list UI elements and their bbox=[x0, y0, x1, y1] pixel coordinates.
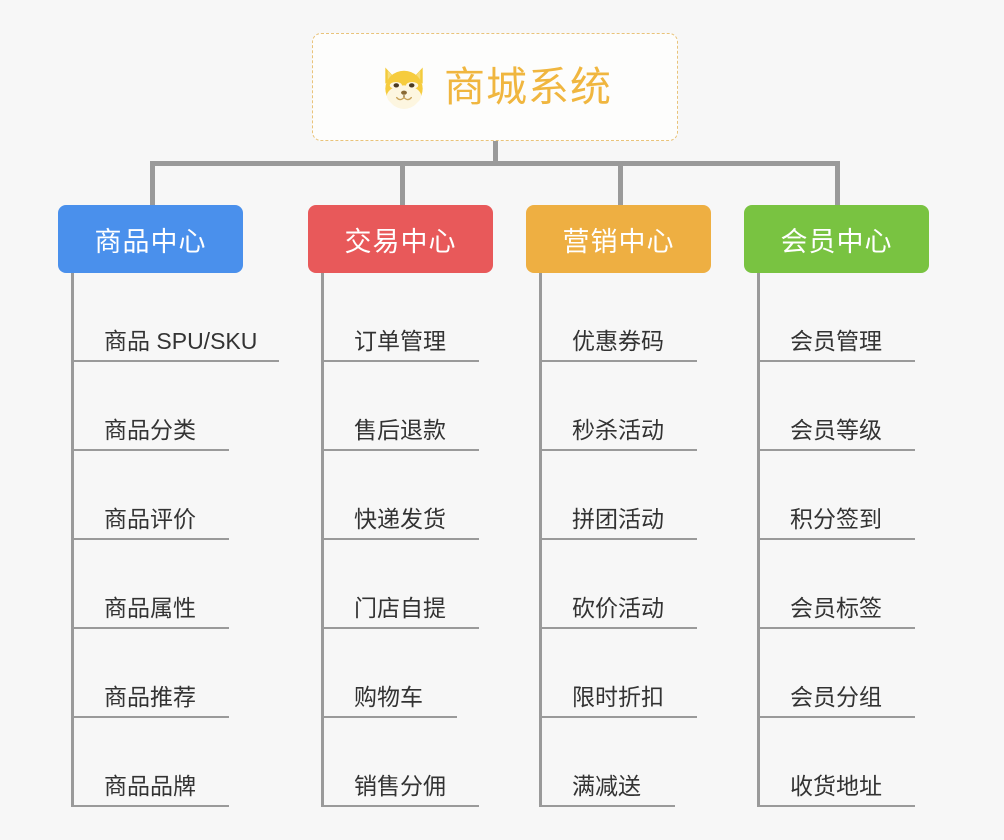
list-item-label: 商品分类 bbox=[74, 417, 229, 451]
list-item[interactable]: 快递发货 bbox=[321, 451, 528, 540]
list-item[interactable]: 商品分类 bbox=[71, 362, 308, 451]
list-item[interactable]: 商品属性 bbox=[71, 540, 308, 629]
list-item-label: 会员标签 bbox=[760, 595, 915, 629]
branch-column-2: 交易中心 订单管理 售后退款 快递发货 门店自提 购物车 销售分佣 bbox=[308, 205, 528, 807]
category-box-4[interactable]: 会员中心 bbox=[744, 205, 929, 273]
item-list-4: 会员管理 会员等级 积分签到 会员标签 会员分组 收货地址 bbox=[757, 273, 964, 807]
category-label-1: 商品中心 bbox=[94, 226, 207, 257]
list-item-label: 砍价活动 bbox=[542, 595, 697, 629]
root-title: 商城系统 bbox=[444, 63, 612, 110]
list-item[interactable]: 商品品牌 bbox=[71, 718, 308, 807]
list-item[interactable]: 会员标签 bbox=[757, 540, 964, 629]
branch-column-4: 会员中心 会员管理 会员等级 积分签到 会员标签 会员分组 收货地址 bbox=[744, 205, 964, 807]
connector-drop-1 bbox=[150, 161, 155, 207]
list-item[interactable]: 商品评价 bbox=[71, 451, 308, 540]
list-item-label: 快递发货 bbox=[324, 506, 479, 540]
list-item-label: 会员等级 bbox=[760, 417, 915, 451]
category-box-2[interactable]: 交易中心 bbox=[308, 205, 493, 273]
list-item[interactable]: 门店自提 bbox=[321, 540, 528, 629]
list-item[interactable]: 售后退款 bbox=[321, 362, 528, 451]
item-list-2: 订单管理 售后退款 快递发货 门店自提 购物车 销售分佣 bbox=[321, 273, 528, 807]
list-item-label: 优惠券码 bbox=[542, 328, 697, 362]
list-item[interactable]: 收货地址 bbox=[757, 718, 964, 807]
branch-column-1: 商品中心 商品 SPU/SKU 商品分类 商品评价 商品属性 商品推荐 商品品牌 bbox=[58, 205, 308, 807]
list-item[interactable]: 会员等级 bbox=[757, 362, 964, 451]
list-item-label: 会员分组 bbox=[760, 684, 915, 718]
list-item[interactable]: 拼团活动 bbox=[539, 451, 744, 540]
connector-drop-4 bbox=[835, 161, 840, 207]
list-item[interactable]: 砍价活动 bbox=[539, 540, 744, 629]
list-item[interactable]: 商品推荐 bbox=[71, 629, 308, 718]
list-item-label: 积分签到 bbox=[760, 506, 915, 540]
list-item-label: 销售分佣 bbox=[324, 773, 479, 807]
list-item-label: 商品 SPU/SKU bbox=[74, 328, 279, 362]
shiba-dog-icon bbox=[385, 67, 423, 109]
category-label-4: 会员中心 bbox=[780, 226, 893, 257]
list-item[interactable]: 商品 SPU/SKU bbox=[71, 273, 308, 362]
connector-drop-3 bbox=[618, 161, 623, 207]
list-item[interactable]: 优惠券码 bbox=[539, 273, 744, 362]
list-item-label: 限时折扣 bbox=[542, 684, 697, 718]
category-label-3: 营销中心 bbox=[562, 226, 675, 257]
list-item-label: 订单管理 bbox=[324, 328, 479, 362]
list-item[interactable]: 积分签到 bbox=[757, 451, 964, 540]
list-item-label: 购物车 bbox=[324, 684, 457, 718]
connector-drop-2 bbox=[400, 161, 405, 207]
root-node[interactable]: 商城系统 bbox=[312, 33, 678, 141]
list-item[interactable]: 限时折扣 bbox=[539, 629, 744, 718]
list-item[interactable]: 会员分组 bbox=[757, 629, 964, 718]
connector-root-stem bbox=[493, 141, 498, 163]
list-item-label: 商品推荐 bbox=[74, 684, 229, 718]
list-item[interactable]: 销售分佣 bbox=[321, 718, 528, 807]
list-item[interactable]: 购物车 bbox=[321, 629, 528, 718]
list-item[interactable]: 会员管理 bbox=[757, 273, 964, 362]
list-item[interactable]: 满减送 bbox=[539, 718, 744, 807]
list-item-label: 秒杀活动 bbox=[542, 417, 697, 451]
branch-column-3: 营销中心 优惠券码 秒杀活动 拼团活动 砍价活动 限时折扣 满减送 bbox=[526, 205, 744, 807]
list-item-label: 商品属性 bbox=[74, 595, 229, 629]
item-list-1: 商品 SPU/SKU 商品分类 商品评价 商品属性 商品推荐 商品品牌 bbox=[71, 273, 308, 807]
list-item-label: 商品评价 bbox=[74, 506, 229, 540]
category-box-3[interactable]: 营销中心 bbox=[526, 205, 711, 273]
category-box-1[interactable]: 商品中心 bbox=[58, 205, 243, 273]
list-item-label: 满减送 bbox=[542, 773, 675, 807]
list-item[interactable]: 订单管理 bbox=[321, 273, 528, 362]
list-item-label: 收货地址 bbox=[760, 773, 915, 807]
list-item-label: 售后退款 bbox=[324, 417, 479, 451]
category-label-2: 交易中心 bbox=[344, 226, 457, 257]
list-item-label: 商品品牌 bbox=[74, 773, 229, 807]
list-item[interactable]: 秒杀活动 bbox=[539, 362, 744, 451]
connector-bus bbox=[150, 161, 840, 166]
list-item-label: 门店自提 bbox=[324, 595, 479, 629]
list-item-label: 会员管理 bbox=[760, 328, 915, 362]
list-item-label: 拼团活动 bbox=[542, 506, 697, 540]
item-list-3: 优惠券码 秒杀活动 拼团活动 砍价活动 限时折扣 满减送 bbox=[539, 273, 744, 807]
